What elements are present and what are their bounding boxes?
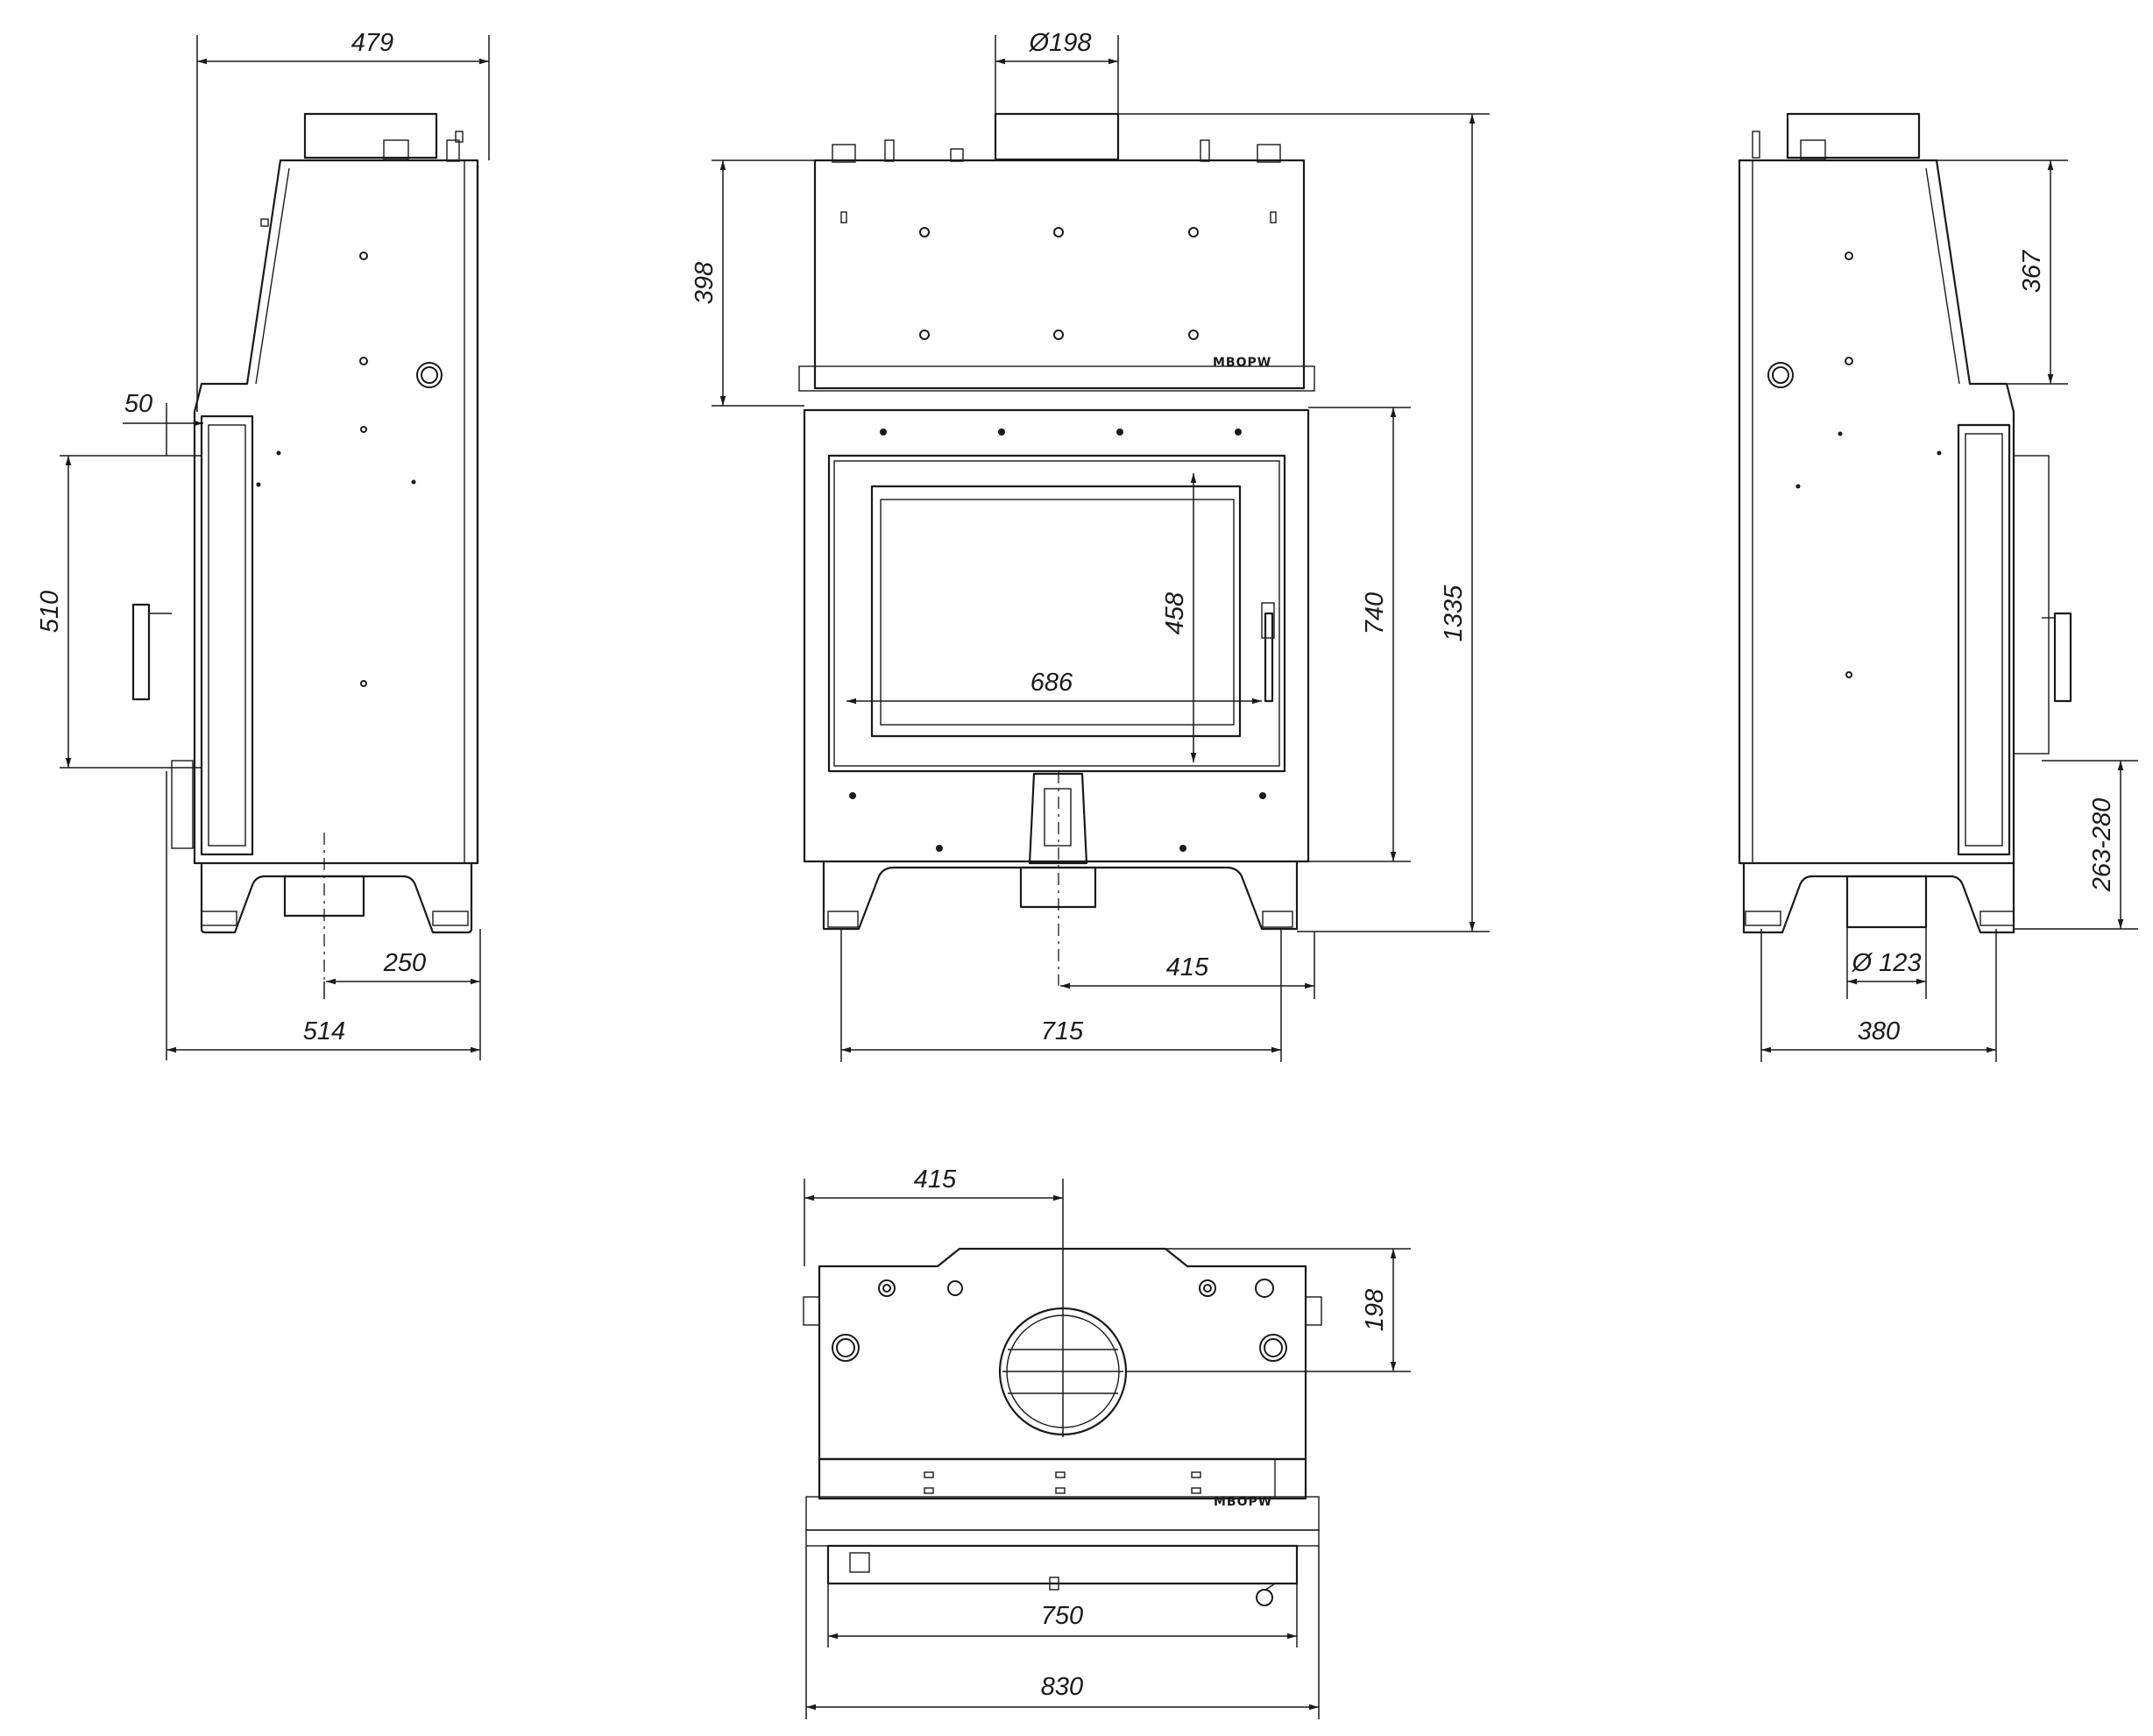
dim-side-door-height: 510 — [36, 591, 64, 633]
dim-right-hood-height: 367 — [2018, 249, 2046, 293]
side-view-left: 479 50 510 250 514 — [36, 29, 490, 1060]
dim-side-depth: 514 — [303, 1017, 345, 1045]
dim-right-air-inlet-height: 263-280 — [2088, 798, 2116, 892]
dim-front-glass-width: 686 — [1030, 669, 1073, 697]
dim-front-body-height: 740 — [1361, 592, 1389, 634]
front-brand: MBOPW — [1213, 356, 1271, 370]
dim-front-outlet-diameter: Ø198 — [1029, 29, 1092, 57]
top-view: MBOPW 415 198 750 830 — [803, 1166, 1411, 1719]
dim-front-feet-span: 715 — [1041, 1017, 1084, 1045]
dim-front-top-height: 398 — [691, 262, 719, 304]
dim-side-width-top: 479 — [351, 29, 393, 57]
dim-side-outlet-offset: 250 — [383, 949, 426, 977]
side-view-right: 367 263-280 Ø 123 380 — [1738, 112, 2138, 1062]
dim-front-air-inlet-offset: 415 — [1166, 953, 1209, 981]
dim-front-glass-height: 458 — [1161, 592, 1189, 634]
dim-top-total-width: 830 — [1041, 1673, 1083, 1701]
dim-top-outlet-depth: 198 — [1361, 1289, 1389, 1331]
top-brand: MBOPW — [1214, 1495, 1272, 1509]
dim-side-offset: 50 — [124, 390, 152, 418]
front-view: MBOPW — [691, 29, 1490, 1062]
dim-top-base-width: 750 — [1041, 1602, 1083, 1630]
dim-front-total-height: 1335 — [1440, 585, 1468, 641]
dim-top-outlet-offset: 415 — [914, 1166, 957, 1194]
dim-right-feet-depth: 380 — [1858, 1017, 1900, 1045]
dim-right-air-inlet-diameter: Ø 123 — [1852, 949, 1922, 977]
